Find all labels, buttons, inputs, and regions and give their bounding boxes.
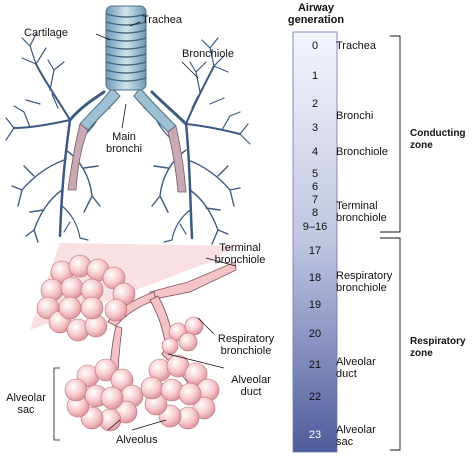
airway-name-bronchi: Bronchi <box>336 110 373 122</box>
generation-number: 21 <box>308 359 322 371</box>
main-bronchi-label: Main bronchi <box>101 131 147 155</box>
airway-name-line: Trachea <box>336 40 376 52</box>
airway-name-line: Bronchiole <box>336 146 388 158</box>
generation-number: 18 <box>308 272 322 284</box>
airway-name-terminal-bronchiole: Terminal bronchiole <box>336 200 387 224</box>
zone-brackets <box>380 35 401 451</box>
alveoli-clusters <box>36 254 220 432</box>
generation-number: 6 <box>311 181 319 193</box>
airway-name-line: Terminal <box>336 200 378 212</box>
terminal-bronchiole-line1: Terminal <box>219 242 261 254</box>
airway-name-line: Alveolar <box>336 424 376 436</box>
conducting-zone-label: Conducting zone <box>410 128 466 152</box>
respiratory-zone-label: Respiratory zone <box>410 336 466 360</box>
bronchial-tree <box>5 33 111 243</box>
conducting-zone-line2: zone <box>410 140 433 151</box>
cartilage-label: Cartilage <box>24 27 69 39</box>
generation-number: 2 <box>311 98 319 110</box>
generation-number: 7 <box>311 194 319 206</box>
generation-column <box>292 31 338 453</box>
main-bronchi-line2: bronchi <box>105 143 143 155</box>
alveolar-duct-line2: duct <box>240 386 262 398</box>
airway-name-trachea: Trachea <box>336 40 376 52</box>
alveolar-sac-label: Alveolar sac <box>2 392 50 416</box>
alveolar-sac-line1: Alveolar <box>6 392 46 404</box>
airway-name-line: sac <box>336 436 354 448</box>
generation-number: 8 <box>311 207 319 219</box>
airway-generation-header: Airway generation <box>284 2 348 26</box>
bronchiole-label: Bronchiole <box>182 48 234 60</box>
generation-number: 3 <box>311 122 319 134</box>
airway-name-line: Respiratory <box>336 270 393 282</box>
alveolar-sac-line2: sac <box>17 404 35 416</box>
conducting-zone-line1: Conducting <box>410 128 466 139</box>
generation-number: 17 <box>308 245 322 257</box>
airway-name-line: duct <box>336 368 357 380</box>
airway-name-line: Alveolar <box>336 356 376 368</box>
alveolar-duct-label: Alveolar duct <box>224 374 278 398</box>
airway-name-respiratory-bronchiole: Respiratory bronchiole <box>336 270 392 294</box>
airway-name-alveolar-sac: Alveolar sac <box>336 424 376 448</box>
generation-number: 9–16 <box>302 221 328 233</box>
header-line1: Airway <box>297 2 335 14</box>
respiratory-zone-line1: Respiratory <box>410 336 466 347</box>
airway-name-alveolar-duct: Alveolar duct <box>336 356 376 380</box>
respiratory-bronchiole-line1: Respiratory <box>217 333 275 345</box>
airway-name-line: bronchiole <box>336 212 387 224</box>
main-bronchi-line1: Main <box>112 131 136 143</box>
trachea-illustration <box>105 5 147 91</box>
generation-number: 0 <box>311 40 319 52</box>
generation-number: 22 <box>308 391 322 403</box>
airway-name-line: bronchiole <box>336 282 387 294</box>
header-line2: generation <box>287 14 345 26</box>
generation-number: 19 <box>308 299 322 311</box>
generation-number: 23 <box>308 429 322 441</box>
terminal-bronchiole-label: Terminal bronchiole <box>204 242 276 266</box>
generation-number: 20 <box>308 328 322 340</box>
generation-number: 1 <box>311 70 319 82</box>
airway-name-line: Bronchi <box>336 110 374 122</box>
airway-name-bronchiole: Bronchiole <box>336 146 388 158</box>
respiratory-zone-line2: zone <box>410 348 433 359</box>
alveolus-label: Alveolus <box>116 434 158 446</box>
respiratory-bronchiole-label: Respiratory bronchiole <box>208 333 284 357</box>
trachea-label: Trachea <box>142 14 182 26</box>
respiratory-bronchiole-line2: bronchiole <box>220 345 272 357</box>
alveolar-duct-line1: Alveolar <box>231 374 271 386</box>
generation-number: 5 <box>311 168 319 180</box>
terminal-bronchiole-line2: bronchiole <box>214 254 266 266</box>
generation-number: 4 <box>311 146 319 158</box>
